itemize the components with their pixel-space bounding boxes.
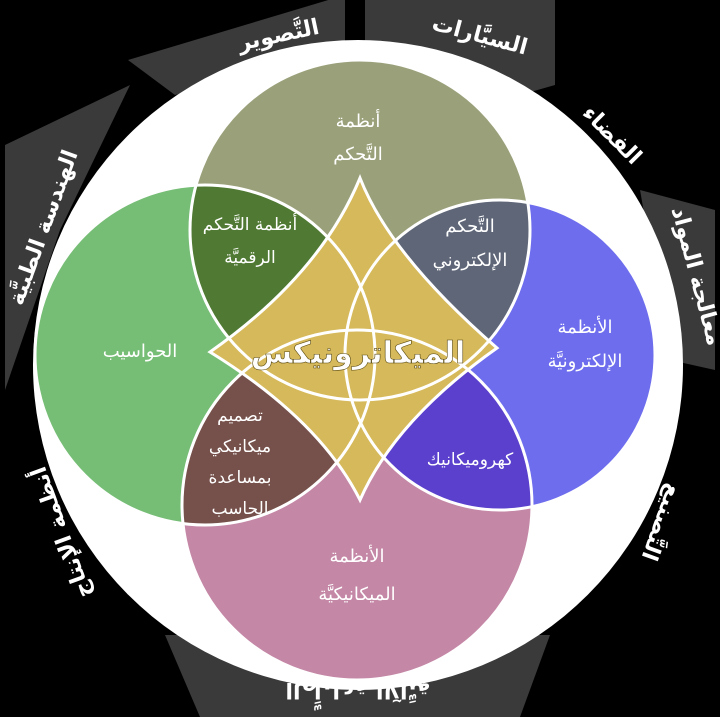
circle-outlines bbox=[33, 58, 657, 682]
top-label-1: أنظمة bbox=[336, 109, 381, 132]
tab-right bbox=[640, 190, 715, 370]
top-right-overlap-label-2: الإلكتروني bbox=[433, 250, 508, 271]
right-label-1: الأنظمة bbox=[557, 316, 612, 338]
top-left-overlap-label-2: الرقميَّة bbox=[224, 248, 275, 268]
tab-top-left bbox=[128, 0, 345, 95]
tab-left bbox=[5, 85, 130, 390]
top-left-overlap-label-1: أنظمة التَّحكم bbox=[203, 213, 297, 235]
left-label: الحواسيب bbox=[103, 341, 178, 362]
tab-top-right bbox=[365, 0, 555, 95]
bottom-left-overlap-label-4: الحاسب bbox=[212, 499, 269, 519]
bottom-left-overlap-label-2: ميكانيكي bbox=[209, 437, 271, 457]
top-label-2: التَّحكم bbox=[333, 142, 382, 165]
right-label-2: الإلكترونيَّة bbox=[548, 350, 623, 372]
bottom-left-overlap-label-3: بمساعدة bbox=[209, 468, 272, 488]
bottom-right-overlap-label: كهروميكانيك bbox=[427, 450, 514, 470]
bottom-label-1: الأنظمة bbox=[329, 545, 384, 567]
center-label: الميكاترونيكس bbox=[251, 336, 466, 371]
bottom-left-overlap-label-1: تصميم bbox=[217, 406, 263, 426]
top-right-overlap-label-1: التَّحكم bbox=[445, 214, 494, 237]
center-star bbox=[207, 173, 500, 504]
bottom-label-2: الميكانيكيَّة bbox=[318, 583, 395, 605]
